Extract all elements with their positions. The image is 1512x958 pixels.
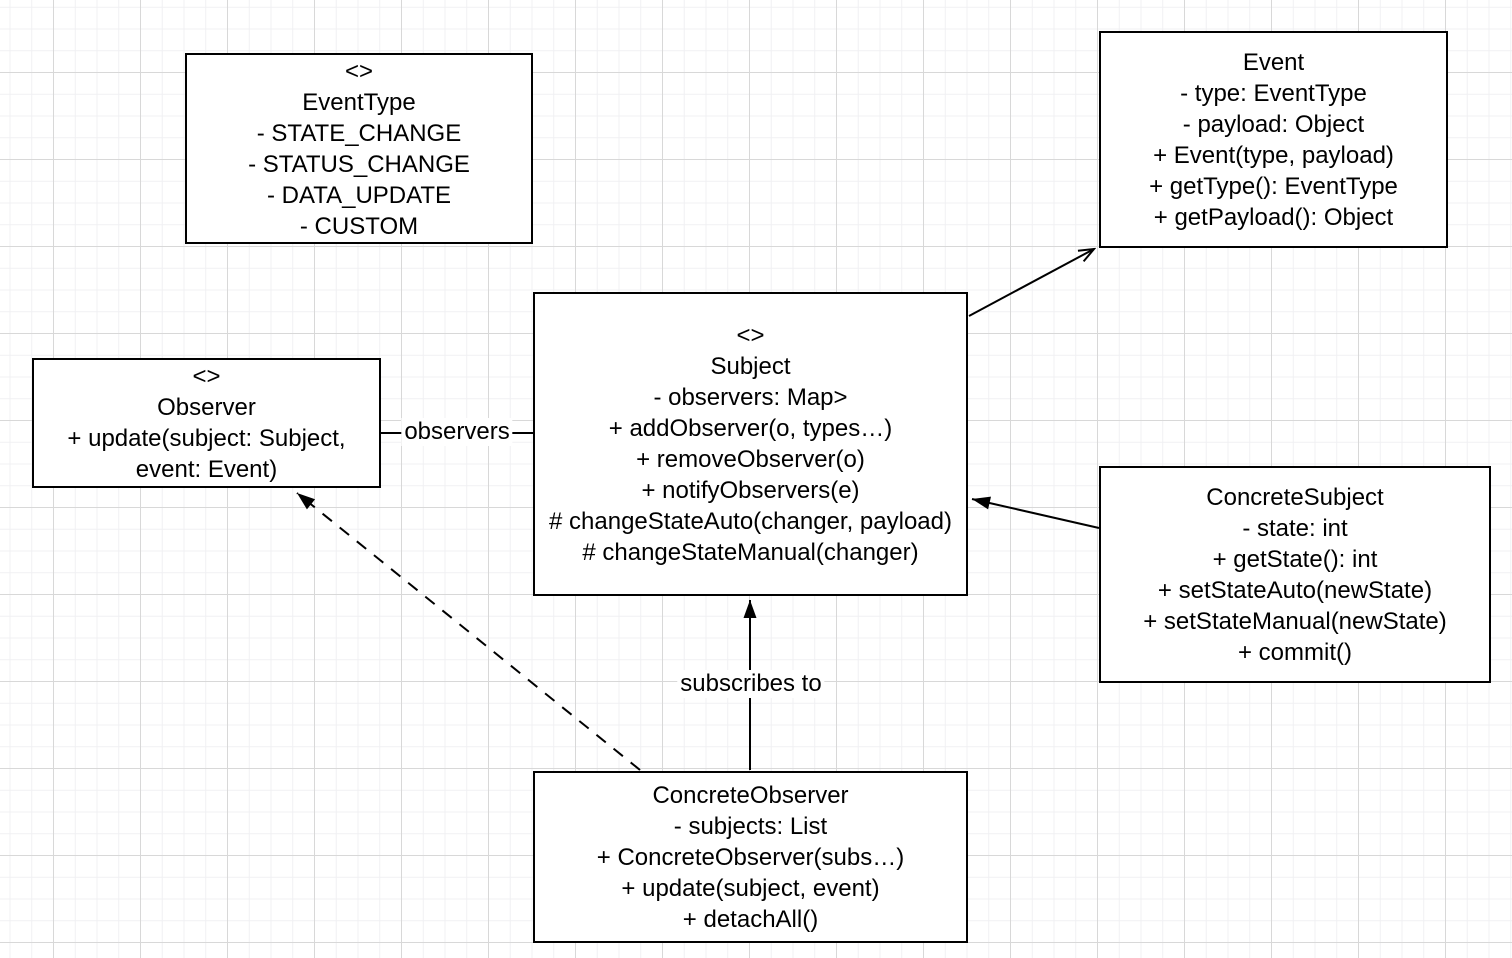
edge-subject-event[interactable] (968, 249, 1094, 317)
class-subject-member: # changeStateAuto(changer, payload) (549, 508, 952, 535)
edge-label-subscribes-to: subscribes to (677, 670, 825, 698)
edge-concreteobserver-observer[interactable] (296, 492, 641, 771)
class-subject-member: # changeStateManual(changer) (582, 539, 919, 566)
edge-concretesubject-subject[interactable] (971, 496, 1100, 529)
class-concretesubject-member: - state: int (1242, 514, 1348, 542)
class-subject-member: + notifyObservers(e) (641, 477, 860, 504)
class-concreteobserver-member: + detachAll() (682, 905, 819, 933)
class-event-name: Event (1242, 48, 1305, 76)
class-eventtype-member: - STATE_CHANGE (256, 119, 462, 147)
edge-label-observers: observers (401, 418, 513, 446)
class-concreteobserver-member: - subjects: List (673, 812, 828, 840)
class-observer-stereotype: <> (192, 363, 221, 390)
class-concreteobserver[interactable]: ConcreteObserver - subjects: List + Conc… (533, 771, 968, 943)
class-eventtype[interactable]: <> EventType - STATE_CHANGE - STATUS_CHA… (185, 53, 533, 244)
class-concretesubject[interactable]: ConcreteSubject - state: int + getState(… (1099, 466, 1491, 683)
class-eventtype-member: - STATUS_CHANGE (248, 150, 470, 178)
class-subject-member: + removeObserver(o) (636, 446, 865, 473)
class-subject-name: Subject (710, 353, 791, 380)
class-eventtype-member: - CUSTOM (299, 212, 419, 240)
class-concreteobserver-member: + update(subject, event) (621, 874, 880, 902)
class-observer[interactable]: <> Observer + update(subject: Subject, e… (32, 358, 381, 488)
class-event-member: + Event(type, payload) (1153, 141, 1394, 169)
class-event[interactable]: Event - type: EventType - payload: Objec… (1099, 31, 1448, 248)
class-concreteobserver-member: + ConcreteObserver(subs…) (596, 843, 905, 871)
class-eventtype-member: - DATA_UPDATE (266, 181, 452, 209)
class-subject-member: + addObserver(o, types…) (608, 415, 893, 442)
class-event-member: + getPayload(): Object (1153, 203, 1394, 231)
class-subject-member: - observers: Map> (653, 384, 848, 411)
class-subject-stereotype: <> (736, 322, 765, 349)
class-concretesubject-member: + setStateAuto(newState) (1157, 576, 1433, 604)
class-concretesubject-member: + getState(): int (1212, 545, 1378, 573)
class-eventtype-name: EventType (302, 88, 416, 116)
class-observer-name: Observer (157, 394, 256, 421)
class-concretesubject-name: ConcreteSubject (1206, 483, 1384, 511)
class-subject[interactable]: <> Subject - observers: Map> + addObserv… (533, 292, 968, 596)
class-concreteobserver-name: ConcreteObserver (652, 781, 849, 809)
class-concretesubject-member: + commit() (1238, 638, 1352, 666)
class-event-member: - type: EventType (1180, 79, 1367, 107)
class-event-member: + getType(): EventType (1149, 172, 1398, 200)
class-concretesubject-member: + setStateManual(newState) (1143, 607, 1447, 635)
class-event-member: - payload: Object (1182, 110, 1365, 138)
class-eventtype-stereotype: <> (344, 57, 374, 85)
class-observer-member: + update(subject: Subject, event: Event) (67, 425, 346, 483)
